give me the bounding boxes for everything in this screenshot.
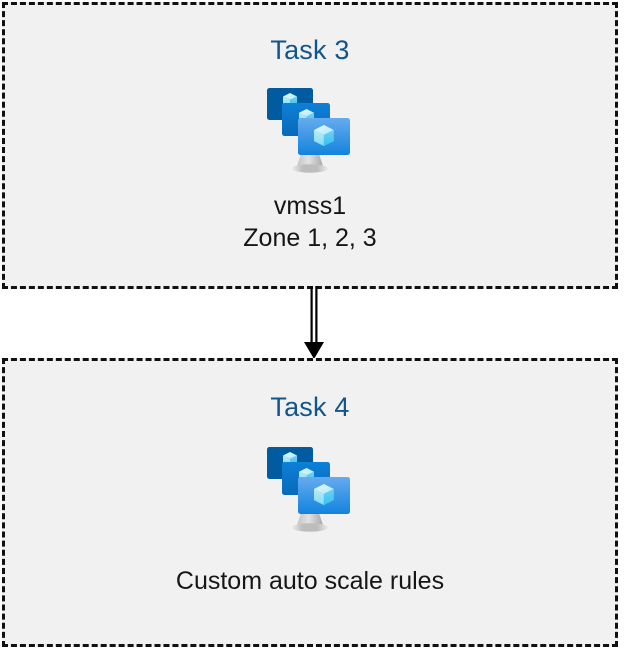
task-box-task3-caption: vmss1 Zone 1, 2, 3: [243, 192, 377, 252]
task-box-task4-title: Task 4: [270, 392, 350, 422]
task-box-task3-title: Task 3: [270, 35, 350, 65]
azure-vm-scale-set-icon: [258, 441, 362, 537]
double-line-arrow-down-icon: [290, 286, 338, 362]
task-box-task4-caption: Custom auto scale rules: [175, 567, 445, 595]
task-box-task4[interactable]: Task 4: [2, 358, 618, 647]
azure-vm-scale-set-icon: [258, 82, 362, 178]
task-box-task3[interactable]: Task 3: [2, 2, 618, 289]
